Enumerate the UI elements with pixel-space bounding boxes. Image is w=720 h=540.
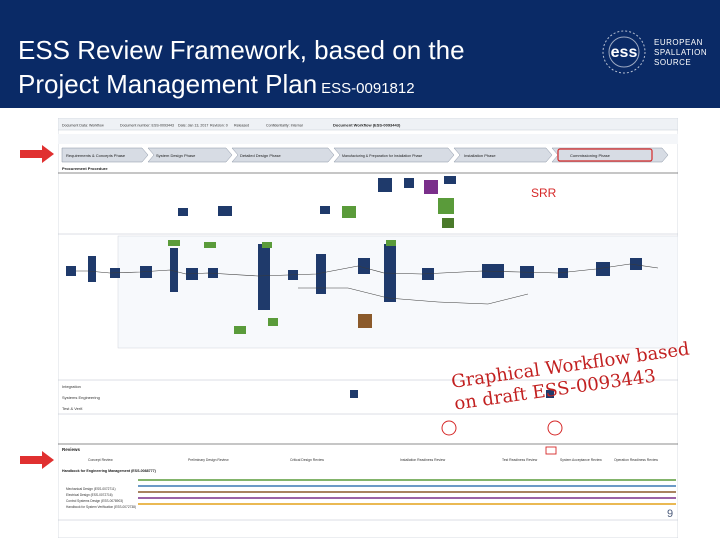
phase-label: Commissioning Phase	[570, 153, 611, 158]
title-line-1: ESS Review Framework, based on the	[18, 35, 465, 65]
procedure-label: Procurement Procedure	[62, 166, 108, 171]
logo-org-name: EUROPEAN SPALLATION SOURCE	[654, 38, 708, 67]
reviews-row: Reviews Concept Review Preliminary Desig…	[58, 443, 678, 462]
review-gate: Preliminary Design Review	[188, 458, 229, 462]
workflow-diagram: Document Data: Workflow Document number:…	[58, 118, 678, 538]
review-gate: Test Readiness Review	[502, 458, 538, 462]
ess-logo-icon: ess	[602, 30, 646, 74]
swimlane-label: Integration	[62, 384, 81, 389]
phase-bar: Requirements & Concepts Phase System Des…	[61, 147, 669, 163]
slide-header: ESS Review Framework, based on the Proje…	[0, 0, 720, 108]
swimlane-label: Test & Verif.	[62, 406, 83, 411]
phase-label: System Design Phase	[156, 153, 196, 158]
phase-label: Manufacturing & Preparation for Installa…	[342, 154, 422, 158]
header-cell: Revision: 0	[210, 124, 228, 128]
swimlane-label: Systems Engineering	[62, 395, 100, 400]
legend-item: Control Systems Design (ESS-0078903)	[66, 499, 123, 503]
commissioning-highlight	[557, 148, 653, 162]
header-cell: Date: Jan 13, 2017	[178, 124, 208, 128]
doc-id: ESS-0091812	[321, 80, 415, 97]
review-gate: Operation Readiness Review	[614, 458, 658, 462]
swimlanes: Integration Systems Engineering Test & V…	[58, 379, 678, 415]
slide-title: ESS Review Framework, based on the Proje…	[18, 33, 465, 106]
legend-item: Handbook for System Verification (ESS-00…	[66, 505, 136, 509]
phase-label: Detailed Design Phase	[240, 153, 281, 158]
review-gate: Concept Review	[88, 458, 113, 462]
review-gate: Critical Design Review	[290, 458, 324, 462]
phase-label: Requirements & Concepts Phase	[66, 153, 126, 158]
review-markers	[441, 420, 563, 436]
legend: Handbook for Engineering Management (ESS…	[58, 469, 678, 521]
process-main	[66, 235, 678, 349]
review-gate: Installation Readiness Review	[400, 458, 446, 462]
header-cell: Document Data: Workflow	[62, 124, 104, 128]
reviews-label: Reviews	[62, 447, 81, 452]
legend-item: Electrical Design (ESS-0072716)	[66, 493, 113, 497]
ess-logo: ess EUROPEAN SPALLATION SOURCE	[596, 28, 708, 78]
process-upper	[178, 176, 456, 228]
page-number: 9	[667, 508, 674, 520]
red-arrow-icon	[20, 451, 54, 469]
workflow-header: Document Data: Workflow Document number:…	[58, 118, 678, 131]
legend-title: Handbook for Engineering Management (ESS…	[62, 469, 157, 473]
review-gate: System Acceptance Review	[560, 458, 602, 462]
srr-annotation: SRR	[531, 186, 557, 200]
phase-label: Installation Phase	[464, 153, 496, 158]
red-arrow-icon	[20, 145, 54, 163]
header-cell: Document number: ESS-0093443	[120, 124, 174, 128]
logo-mark-text: ess	[611, 44, 638, 61]
header-cell: Released	[234, 124, 249, 128]
header-cell: Confidentiality: Internal	[266, 124, 303, 128]
workflow-title: Document Workflow (ESS-0093443)	[333, 123, 401, 128]
legend-item: Mechanical Design (ESS-0072711)	[66, 487, 116, 491]
